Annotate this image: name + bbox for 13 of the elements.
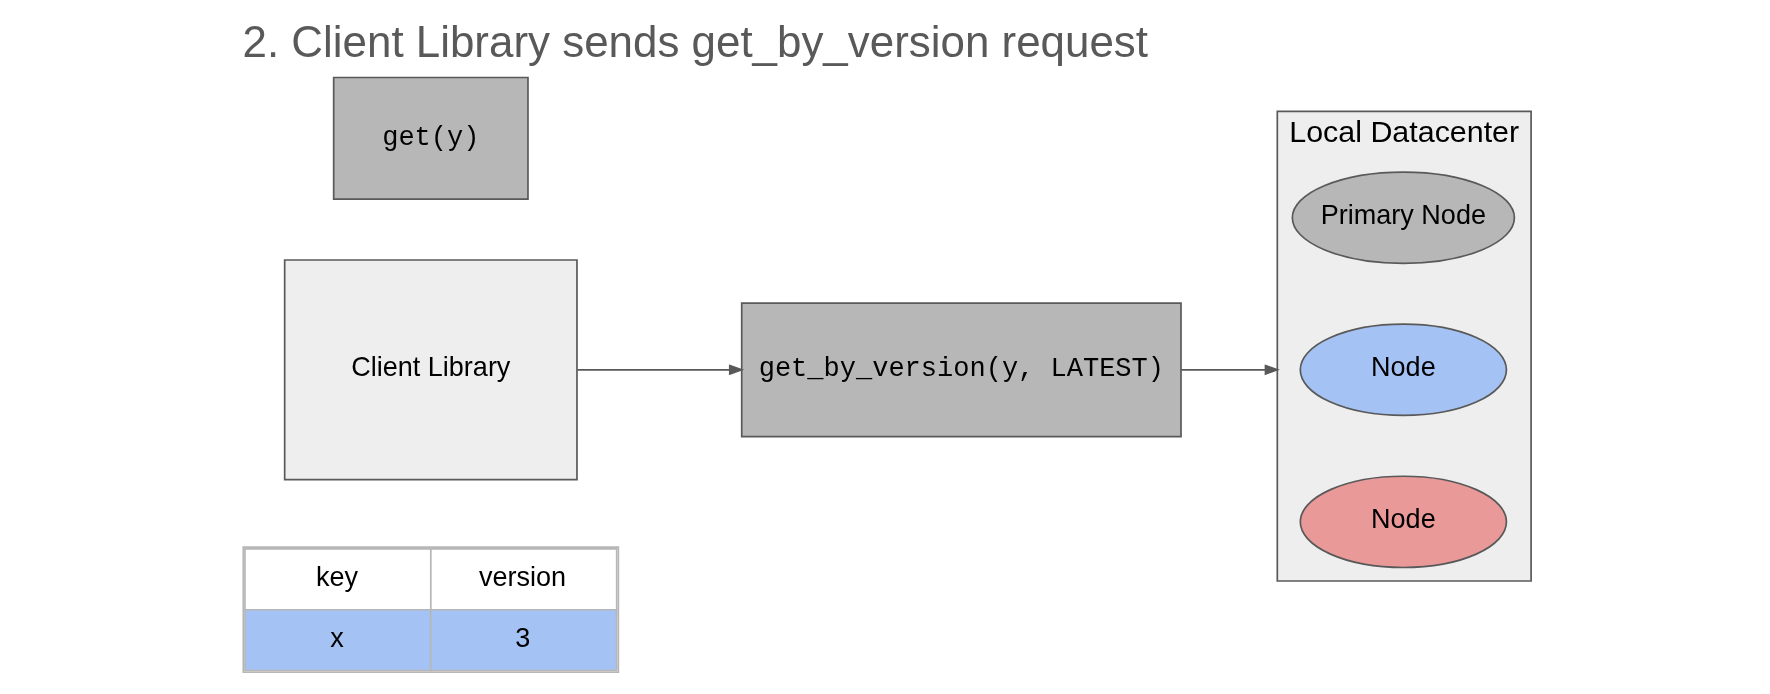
node-ellipse: Node	[1298, 323, 1507, 417]
label: 3	[514, 622, 530, 653]
label: version	[478, 561, 566, 592]
node-ellipse: Primary Node	[1291, 171, 1515, 265]
node-ellipse: Node	[1298, 475, 1507, 569]
diagram-title: 2. Client Library sends get_by_version request	[242, 16, 1148, 66]
arrow	[1179, 364, 1280, 376]
node-box: get_by_version(y, LATEST)	[740, 302, 1182, 438]
label: x	[329, 622, 344, 653]
node-box: Client Library	[283, 259, 578, 481]
arrow	[575, 364, 744, 376]
label: key	[315, 561, 358, 592]
node-box: get(y)	[332, 76, 529, 200]
